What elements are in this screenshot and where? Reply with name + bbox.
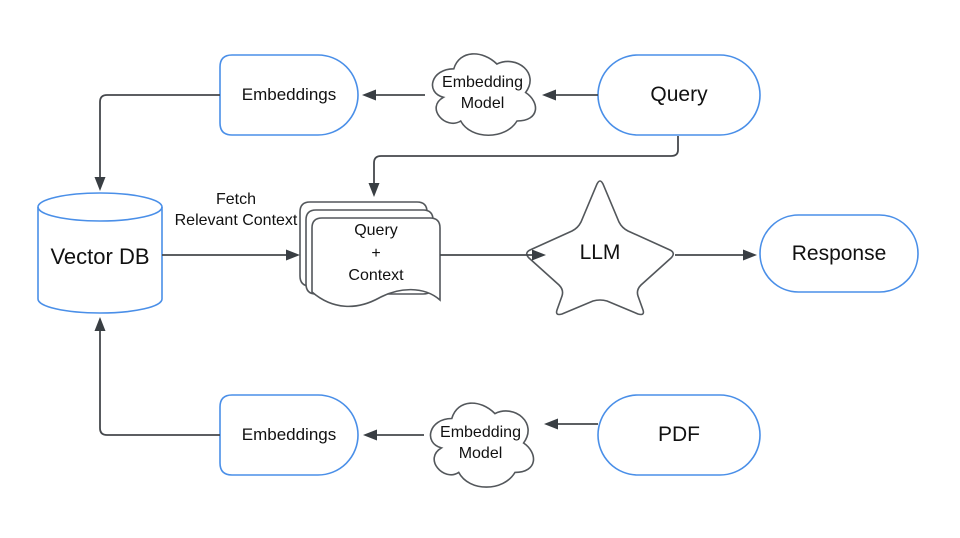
edge-vector-db-to-query-context: [162, 249, 300, 261]
arrowhead-up-icon: [94, 317, 106, 331]
arrowhead-right-icon: [286, 249, 300, 261]
shapes-layer: [37, 53, 919, 488]
arrowhead-left-icon: [362, 89, 376, 101]
arrowhead-left-icon: [542, 89, 556, 101]
response-shape: [759, 214, 919, 293]
edge-llm-to-response: [675, 249, 757, 261]
embeddings-bottom-shape: [219, 394, 359, 476]
edge-query-context-to-llm: [440, 249, 546, 261]
edge-embeddings-top-to-vector-db: [94, 94, 220, 191]
vector-db-shape: [37, 192, 163, 314]
arrowhead-left-icon: [544, 418, 558, 430]
arrowhead-right-icon: [743, 249, 757, 261]
edge-pdf-to-embedding-model-bottom: [544, 418, 598, 430]
query-shape: [597, 54, 761, 136]
pdf-shape: [597, 394, 761, 476]
edge-embedding-model-top-to-embeddings-top: [362, 89, 425, 101]
embedding-model-top-shape: [431, 53, 537, 136]
arrowhead-left-icon: [363, 429, 377, 441]
edge-query-to-query-context: [368, 136, 679, 197]
llm-shape: [525, 180, 675, 316]
embeddings-top-shape: [219, 54, 359, 136]
edge-query-to-embedding-model-top: [542, 89, 598, 101]
embedding-model-bottom-shape: [429, 402, 535, 488]
edge-embeddings-bottom-to-vector-db: [94, 317, 220, 436]
arrowhead-down-icon: [94, 177, 106, 191]
arrowhead-right-icon: [532, 249, 546, 261]
connectors-layer: [94, 89, 757, 441]
arrowhead-down-icon: [368, 183, 380, 197]
query-context-shape: [299, 201, 441, 308]
edge-embedding-model-bottom-to-embeddings-bottom: [363, 429, 424, 441]
